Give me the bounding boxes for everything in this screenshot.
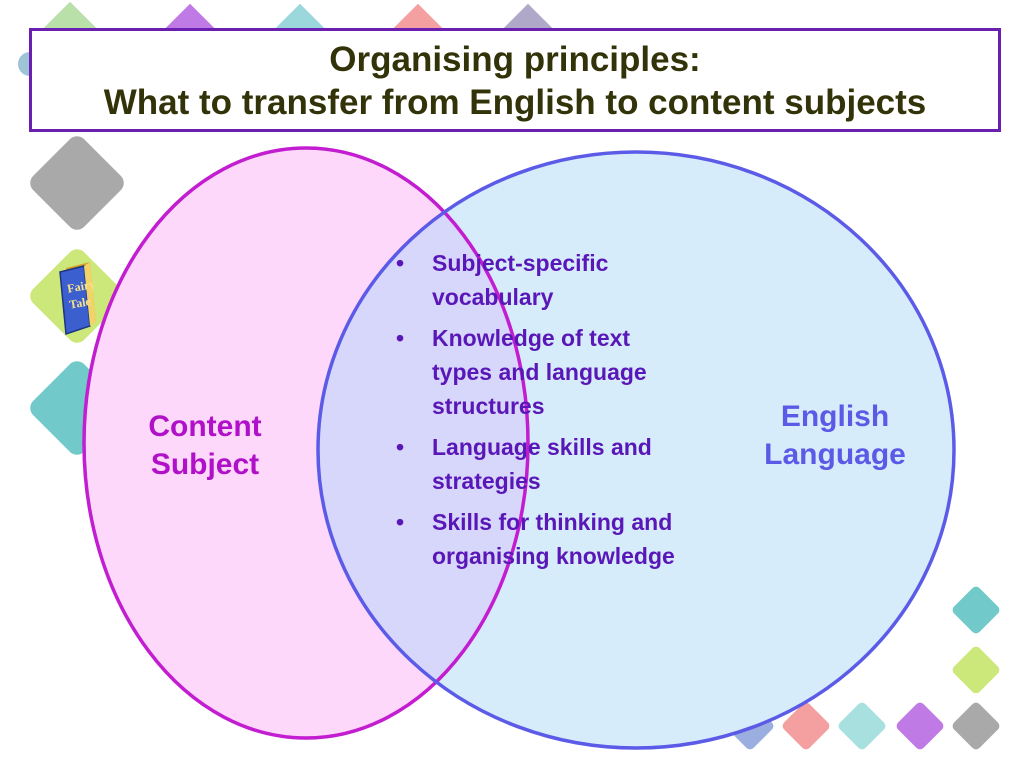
bullet-icon: •	[396, 434, 405, 460]
title-box: Organising principles: What to transfer …	[29, 28, 1001, 132]
overlap-item-text: Subject-specific vocabulary	[432, 250, 609, 310]
title-line-2: What to transfer from English to content…	[103, 83, 927, 122]
right-diamond-column	[952, 586, 1000, 694]
english-language-label: English Language	[740, 398, 930, 474]
bullet-icon: •	[396, 325, 405, 351]
content-subject-label-line1: Content	[148, 410, 262, 443]
overlap-list-item: • Knowledge of text types and language st…	[392, 321, 692, 423]
diamond-grey-left	[30, 136, 124, 230]
overlap-item-text: Language skills and strategies	[432, 434, 652, 494]
diamond-pink-bottom	[782, 702, 830, 750]
english-language-outline	[316, 150, 956, 750]
overlap-list-item: • Skills for thinking and organising know…	[392, 505, 692, 573]
content-subject-outline	[82, 146, 530, 740]
fairy-tale-book-icon: Fairy Tale	[59, 262, 96, 336]
diamond-purple-bottom	[896, 702, 944, 750]
diamond-grey-bottom	[952, 702, 1000, 750]
diamond-lime-right	[952, 646, 1000, 694]
diamond-lightteal-bottom	[838, 702, 886, 750]
english-language-label-line1: English	[780, 400, 890, 433]
overlap-list-item: • Language skills and strategies	[392, 430, 692, 498]
overlap-item-text: Knowledge of text types and language str…	[432, 325, 647, 419]
overlap-list: • Subject-specific vocabulary • Knowledge …	[392, 246, 692, 580]
diamond-teal-right	[952, 586, 1000, 634]
title-line-1: Organising principles:	[329, 40, 701, 79]
content-subject-label: Content Subject	[120, 408, 290, 484]
book-cover-line2: Tale	[68, 294, 92, 312]
content-subject-label-line2: Subject	[150, 448, 260, 481]
bullet-icon: •	[396, 509, 405, 535]
book-cover-line1: Fairy	[66, 277, 96, 296]
english-language-label-line2: Language	[764, 438, 906, 471]
bullet-icon: •	[396, 250, 405, 276]
overlap-region	[318, 152, 528, 738]
overlap-item-text: Skills for thinking and organising knowl…	[432, 509, 675, 569]
overlap-list-item: • Subject-specific vocabulary	[392, 246, 692, 314]
